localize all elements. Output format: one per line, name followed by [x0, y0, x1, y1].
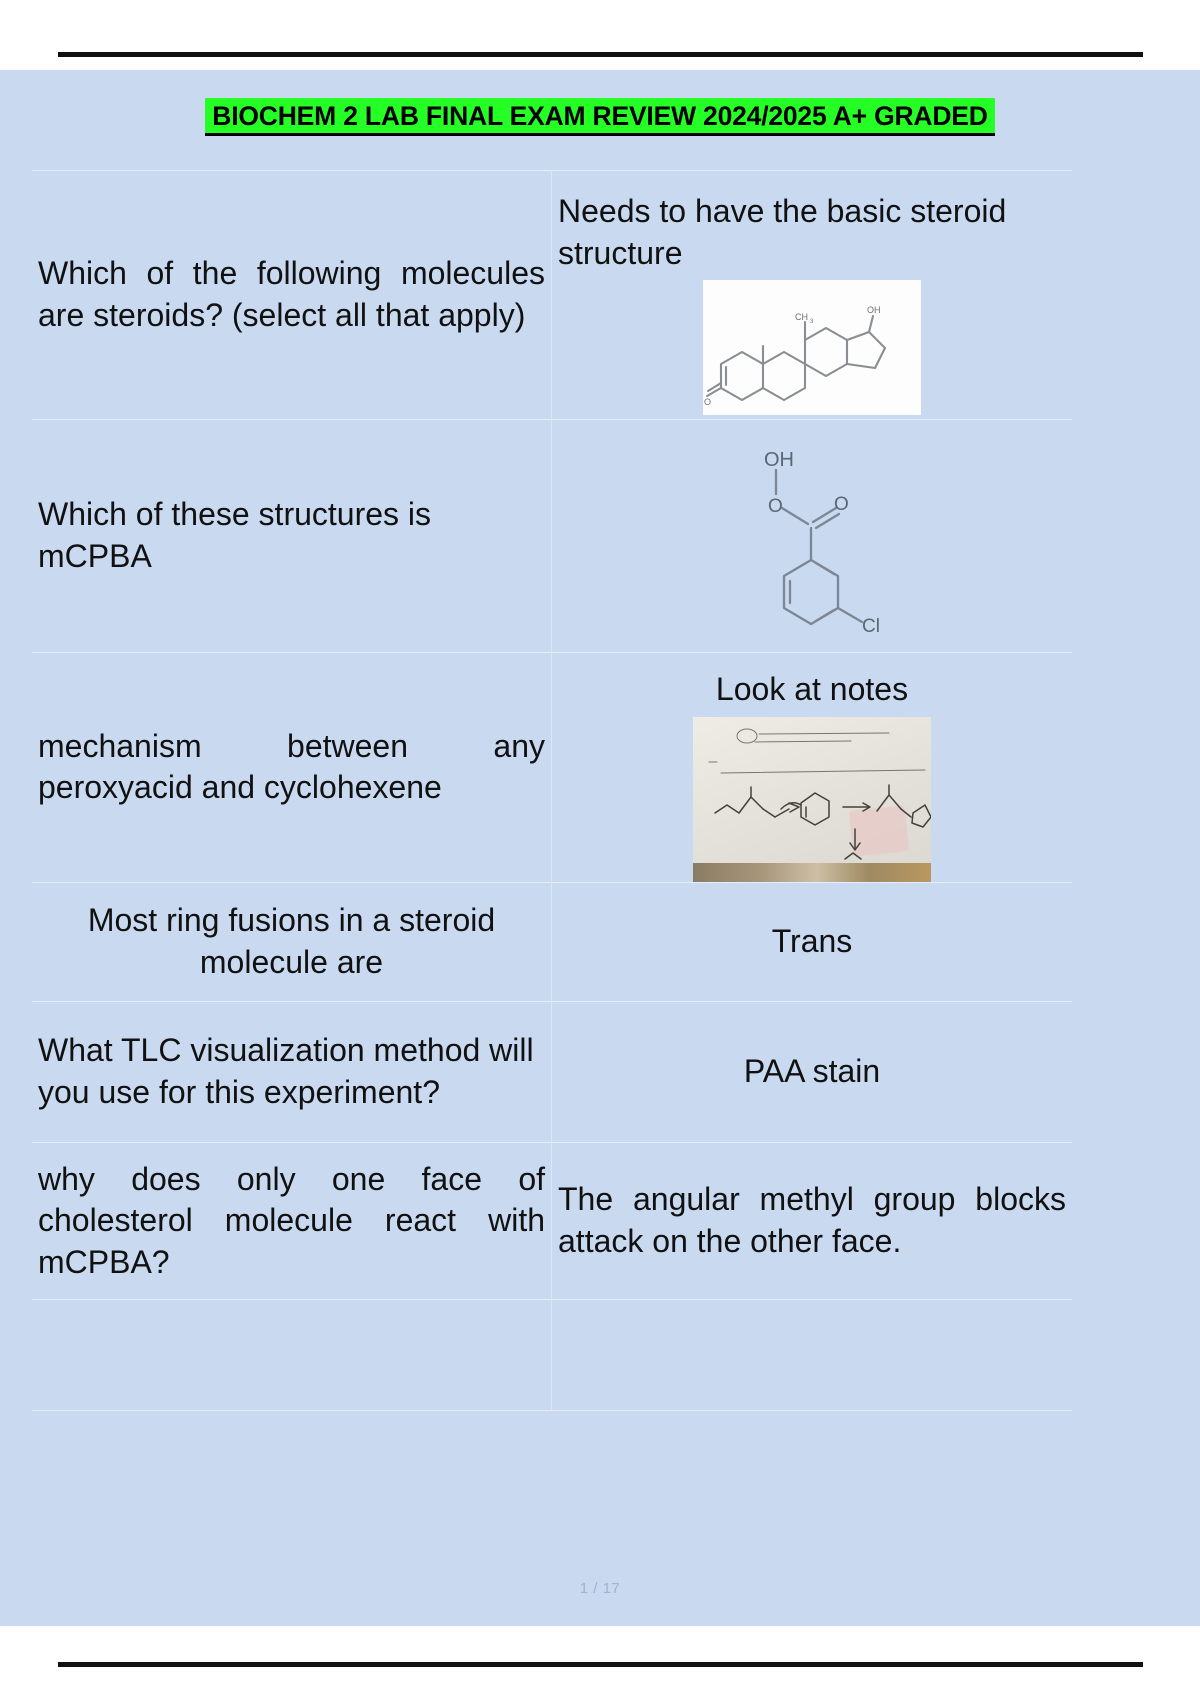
- question-text: Which of these structures is mCPBA: [38, 496, 432, 574]
- question-cell: Which of the following molecules are ste…: [32, 170, 552, 420]
- answer-cell: PAA stain: [551, 1000, 1072, 1143]
- svg-text:OH: OH: [867, 305, 881, 315]
- question-cell: mechanism between any peroxyacid and cyc…: [32, 652, 552, 883]
- answer-text: Trans: [771, 922, 853, 959]
- bottom-scan-rule: [58, 1662, 1143, 1667]
- table-row: Which of these structures is mCPBA: [32, 419, 1072, 653]
- answer-text: Look at notes: [715, 671, 909, 707]
- svg-text:O: O: [704, 397, 711, 407]
- page-title: BIOCHEM 2 LAB FINAL EXAM REVIEW 2024/202…: [205, 98, 995, 137]
- question-text: Which of the following molecules are ste…: [38, 255, 545, 333]
- table-row: why does only one face of cholesterol mo…: [32, 1141, 1072, 1300]
- question-text: mechanism between any peroxyacid and cyc…: [38, 727, 545, 806]
- answer-text: Needs to have the basic steroid structur…: [558, 192, 1007, 271]
- svg-text:OH: OH: [764, 449, 794, 471]
- steroid-skeleton-icon: O CH 3 OH: [704, 305, 887, 407]
- document-page: BIOCHEM 2 LAB FINAL EXAM REVIEW 2024/202…: [0, 70, 1200, 1626]
- answer-cell: OH O O Cl: [551, 419, 1072, 653]
- svg-text:Cl: Cl: [862, 616, 880, 637]
- question-cell-empty: [32, 1299, 552, 1412]
- answer-cell-empty: [551, 1299, 1072, 1412]
- answer-cell: Look at notes: [551, 652, 1072, 883]
- question-text: Most ring fusions in a steroid molecule …: [87, 902, 496, 980]
- notes-sketch-icon: [708, 728, 931, 860]
- steroid-structure-image: O CH 3 OH: [703, 280, 921, 416]
- table-row: Which of the following molecules are ste…: [32, 170, 1072, 420]
- answer-text: The angular methyl group blocks attack o…: [558, 1181, 1066, 1259]
- svg-text:O: O: [834, 494, 849, 515]
- question-cell: Which of these structures is mCPBA: [32, 419, 552, 653]
- answer-cell: Needs to have the basic steroid structur…: [551, 170, 1072, 420]
- answer-cell: The angular methyl group blocks attack o…: [551, 1141, 1072, 1300]
- svg-text:CH: CH: [795, 312, 808, 322]
- page-number: 1 / 17: [579, 1580, 621, 1597]
- top-scan-rule: [58, 52, 1143, 57]
- answer-cell: Trans: [551, 881, 1072, 1002]
- question-cell: why does only one face of cholesterol mo…: [32, 1141, 552, 1300]
- page-title-container: BIOCHEM 2 LAB FINAL EXAM REVIEW 2024/202…: [0, 98, 1200, 137]
- notes-desk-edge: [693, 862, 931, 882]
- question-cell: Most ring fusions in a steroid molecule …: [32, 881, 552, 1002]
- table-row: mechanism between any peroxyacid and cyc…: [32, 652, 1072, 883]
- table-row: Most ring fusions in a steroid molecule …: [32, 881, 1072, 1002]
- table-row-empty: [32, 1299, 1072, 1412]
- qa-table: Which of the following molecules are ste…: [32, 170, 1072, 1412]
- mcpba-structure-image: OH O O Cl: [712, 436, 912, 641]
- svg-text:O: O: [768, 496, 783, 517]
- mcpba-skeletal-icon: OH O O Cl: [764, 449, 880, 637]
- answer-text: PAA stain: [743, 1052, 881, 1089]
- question-text: What TLC visualization method will you u…: [38, 1032, 534, 1110]
- svg-text:3: 3: [810, 319, 814, 325]
- question-cell: What TLC visualization method will you u…: [32, 1000, 552, 1143]
- handwritten-notes-photo: [693, 716, 931, 882]
- question-text: why does only one face of cholesterol mo…: [38, 1160, 545, 1280]
- table-row: What TLC visualization method will you u…: [32, 1000, 1072, 1143]
